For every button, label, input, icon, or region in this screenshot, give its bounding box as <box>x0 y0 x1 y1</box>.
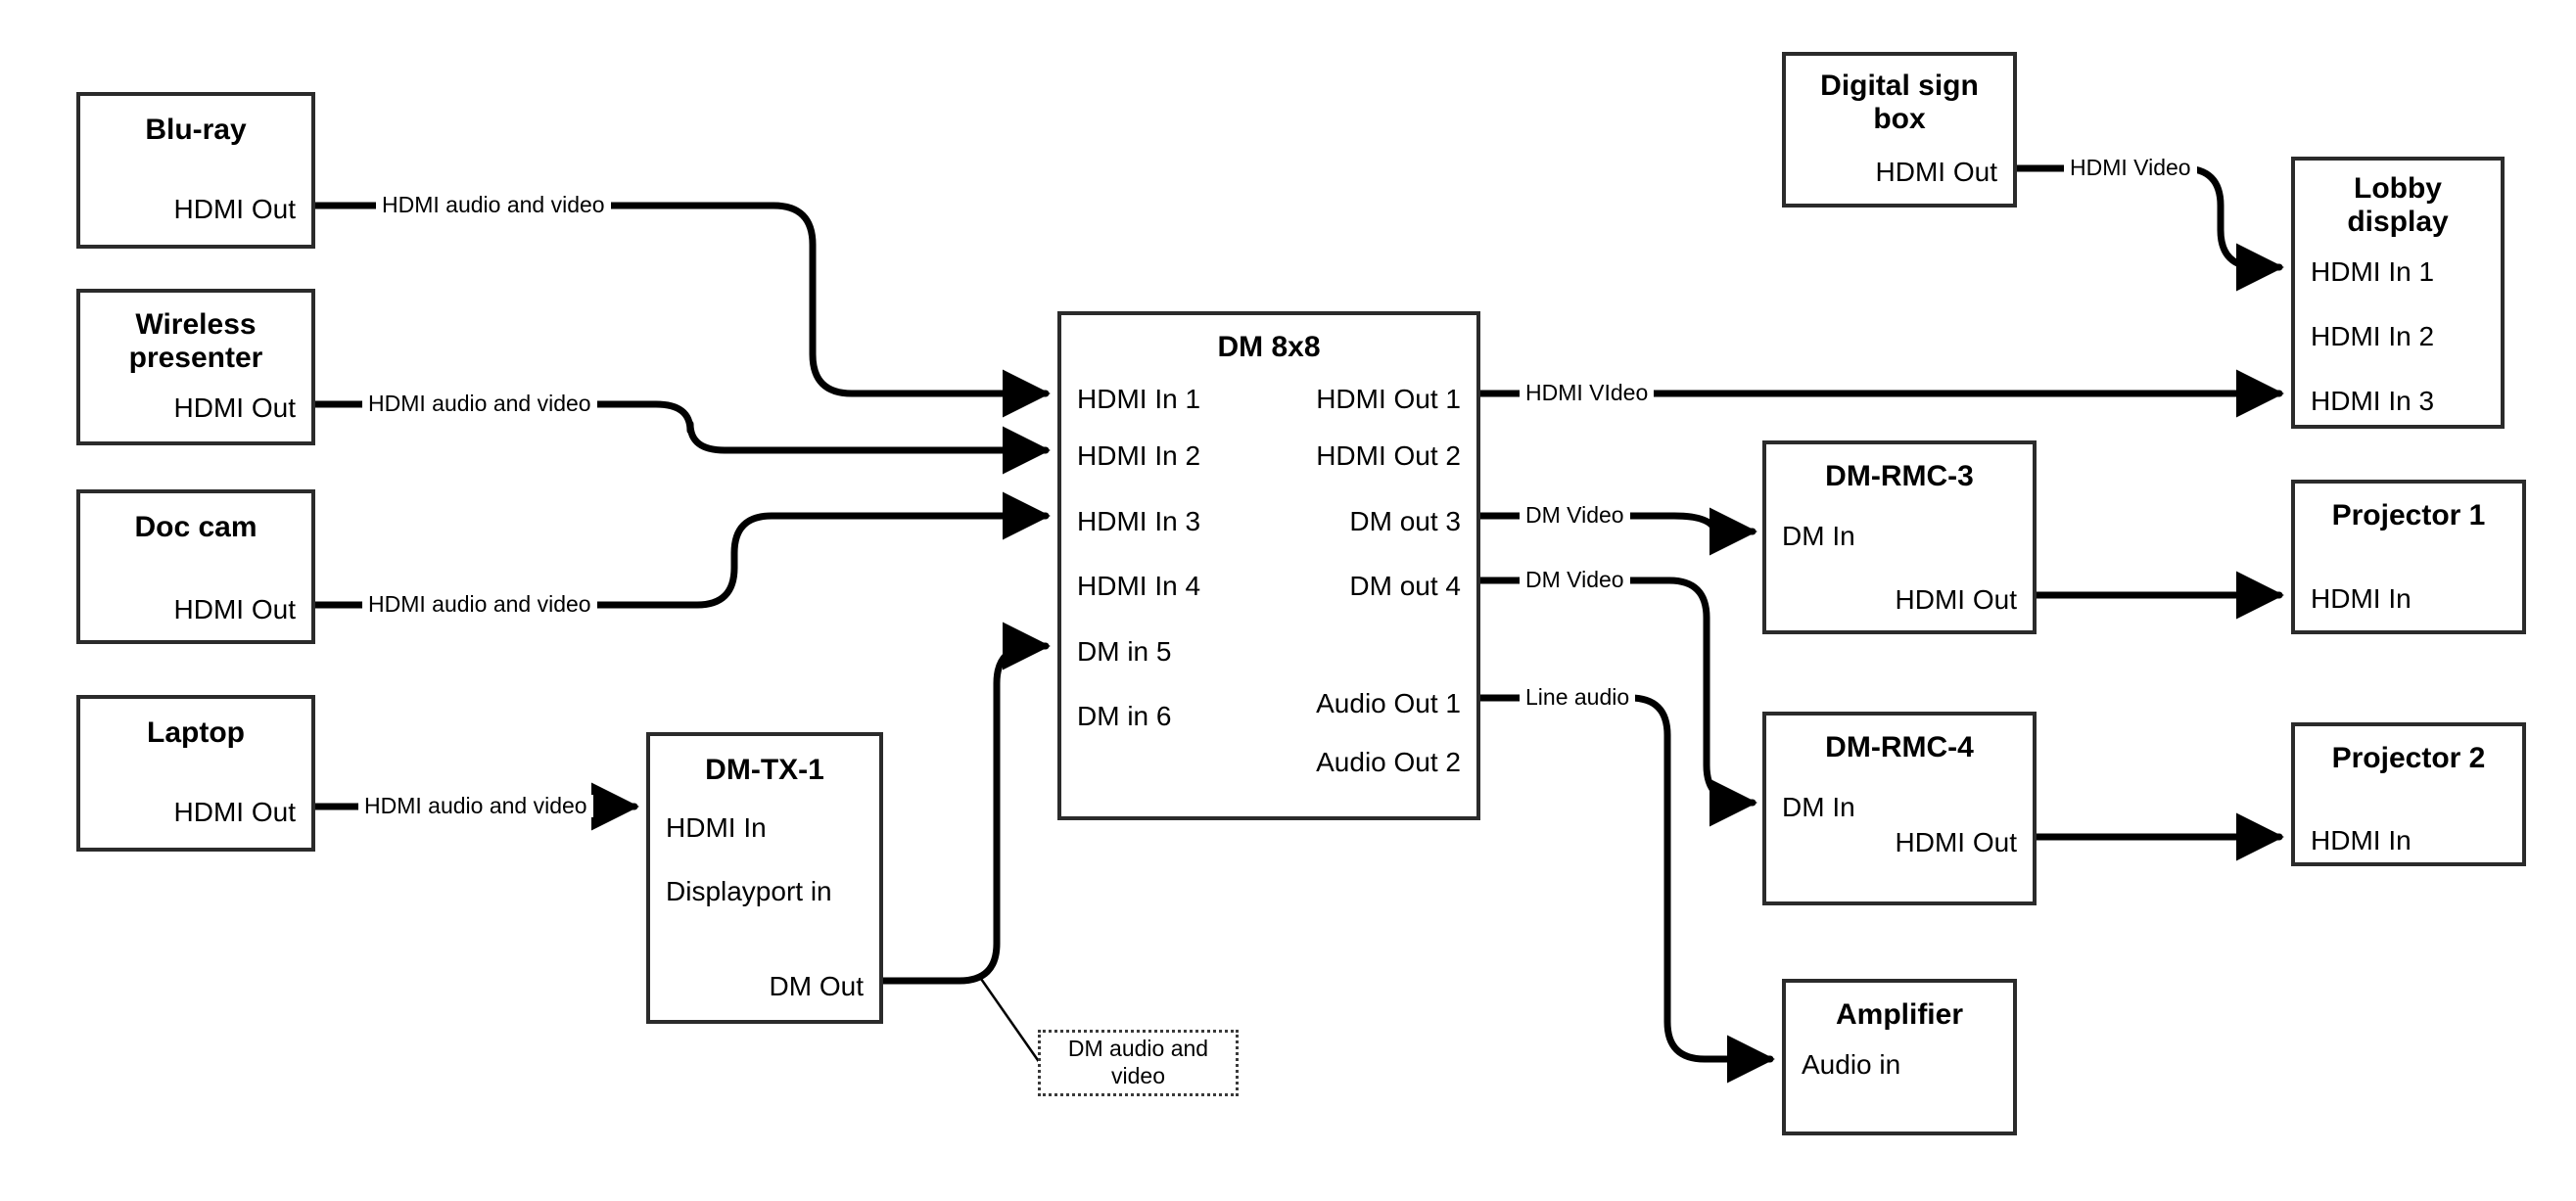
port-dm-rmc-4-hdmi-out[interactable]: HDMI Out <box>1895 827 2017 857</box>
node-dm-8x8[interactable]: DM 8x8 HDMI In 1 HDMI In 2 HDMI In 3 HDM… <box>1057 311 1480 820</box>
port-dm-tx-1-hdmi-in[interactable]: HDMI In <box>666 812 767 843</box>
port-projector-1-hdmi-in[interactable]: HDMI In <box>2311 583 2412 614</box>
node-dm-tx-1-title: DM-TX-1 <box>705 754 824 786</box>
port-lobby-display-hdmi-in-3[interactable]: HDMI In 3 <box>2311 386 2435 416</box>
label-line-audio: Line audio <box>1520 686 1636 709</box>
node-dm-rmc-4-title: DM-RMC-4 <box>1825 731 1974 763</box>
port-dm-8x8-hdmi-in-1[interactable]: HDMI In 1 <box>1077 384 1201 414</box>
node-dm-tx-1[interactable]: DM-TX-1 HDMI In Displayport in DM Out <box>646 732 883 1024</box>
port-bluray-hdmi-out[interactable]: HDMI Out <box>173 194 296 224</box>
node-lobby-display-title: Lobby display <box>2347 172 2449 238</box>
node-doc-cam-title: Doc cam <box>134 511 258 543</box>
port-dm-8x8-dm-in-6[interactable]: DM in 6 <box>1077 701 1172 731</box>
port-dm-tx-1-displayport-in[interactable]: Displayport in <box>666 876 832 906</box>
label-doccam-link: HDMI audio and video <box>362 593 597 616</box>
label-dm-video-out3: DM Video <box>1520 504 1630 527</box>
label-dm8x8-lobby-link: HDMI VIdeo <box>1520 382 1655 404</box>
port-dm-rmc-3-hdmi-out[interactable]: HDMI Out <box>1895 584 2017 615</box>
node-dm-rmc-3[interactable]: DM-RMC-3 DM In HDMI Out <box>1762 440 2037 634</box>
node-doc-cam[interactable]: Doc cam HDMI Out <box>76 489 315 644</box>
wire-dm8x8-to-amplifier <box>1476 694 1775 1084</box>
node-laptop-title: Laptop <box>147 716 245 749</box>
node-projector-2-title: Projector 2 <box>2331 742 2486 774</box>
port-dm-8x8-hdmi-out-1[interactable]: HDMI Out 1 <box>1316 384 1461 414</box>
node-projector-1[interactable]: Projector 1 HDMI In <box>2291 480 2526 634</box>
node-dm-8x8-title: DM 8x8 <box>1217 331 1321 363</box>
port-dm-8x8-dm-out-4[interactable]: DM out 4 <box>1349 571 1461 601</box>
node-amplifier[interactable]: Amplifier Audio in <box>1782 979 2017 1135</box>
port-wireless-presenter-hdmi-out[interactable]: HDMI Out <box>173 393 296 423</box>
label-signbox-link: HDMI Video <box>2064 157 2197 179</box>
node-dm-rmc-3-title: DM-RMC-3 <box>1825 460 1974 492</box>
node-bluray[interactable]: Blu-ray HDMI Out <box>76 92 315 249</box>
port-dm-8x8-audio-out-2[interactable]: Audio Out 2 <box>1316 747 1461 777</box>
label-dm-video-out4: DM Video <box>1520 569 1630 591</box>
node-projector-2[interactable]: Projector 2 HDMI In <box>2291 722 2526 866</box>
label-bluray-link: HDMI audio and video <box>376 194 611 216</box>
port-dm-tx-1-dm-out[interactable]: DM Out <box>769 971 864 1001</box>
port-projector-2-hdmi-in[interactable]: HDMI In <box>2311 825 2412 855</box>
node-wireless-presenter-title: Wireless presenter <box>128 308 263 374</box>
port-doc-cam-hdmi-out[interactable]: HDMI Out <box>173 594 296 624</box>
port-dm-rmc-3-dm-in[interactable]: DM In <box>1782 521 1855 551</box>
port-lobby-display-hdmi-in-2[interactable]: HDMI In 2 <box>2311 321 2435 351</box>
label-laptop-link: HDMI audio and video <box>358 795 593 817</box>
node-amplifier-title: Amplifier <box>1835 998 1964 1031</box>
node-projector-1-title: Projector 1 <box>2331 499 2486 531</box>
port-dm-8x8-hdmi-in-3[interactable]: HDMI In 3 <box>1077 506 1201 536</box>
node-digital-sign-box[interactable]: Digital sign box HDMI Out <box>1782 52 2017 208</box>
port-digital-sign-box-hdmi-out[interactable]: HDMI Out <box>1875 157 1997 187</box>
port-amplifier-audio-in[interactable]: Audio in <box>1802 1049 1901 1080</box>
port-laptop-hdmi-out[interactable]: HDMI Out <box>173 797 296 827</box>
port-dm-8x8-hdmi-in-4[interactable]: HDMI In 4 <box>1077 571 1201 601</box>
node-wireless-presenter[interactable]: Wireless presenter HDMI Out <box>76 289 315 445</box>
port-dm-8x8-hdmi-out-2[interactable]: HDMI Out 2 <box>1316 440 1461 471</box>
note-dm-audio-and-video: DM audio and video <box>1038 1030 1239 1096</box>
port-dm-8x8-audio-out-1[interactable]: Audio Out 1 <box>1316 688 1461 718</box>
node-laptop[interactable]: Laptop HDMI Out <box>76 695 315 852</box>
port-dm-8x8-dm-out-3[interactable]: DM out 3 <box>1349 506 1461 536</box>
port-lobby-display-hdmi-in-1[interactable]: HDMI In 1 <box>2311 256 2435 287</box>
port-dm-rmc-4-dm-in[interactable]: DM In <box>1782 792 1855 822</box>
label-wireless-link: HDMI audio and video <box>362 393 597 415</box>
leader-line-dm-note <box>979 978 1042 1064</box>
port-dm-8x8-dm-in-5[interactable]: DM in 5 <box>1077 636 1172 667</box>
wire-signbox-to-lobby <box>2013 164 2284 292</box>
port-dm-8x8-hdmi-in-2[interactable]: HDMI In 2 <box>1077 440 1201 471</box>
node-digital-sign-box-title: Digital sign box <box>1820 69 1979 135</box>
node-lobby-display[interactable]: Lobby display HDMI In 1 HDMI In 2 HDMI I… <box>2291 157 2505 429</box>
node-bluray-title: Blu-ray <box>145 114 247 146</box>
wire-dmtx1-to-dm8x8 <box>879 622 1051 985</box>
node-dm-rmc-4[interactable]: DM-RMC-4 DM In HDMI Out <box>1762 712 2037 905</box>
wire-bluray-to-dm8x8 <box>311 202 1051 418</box>
